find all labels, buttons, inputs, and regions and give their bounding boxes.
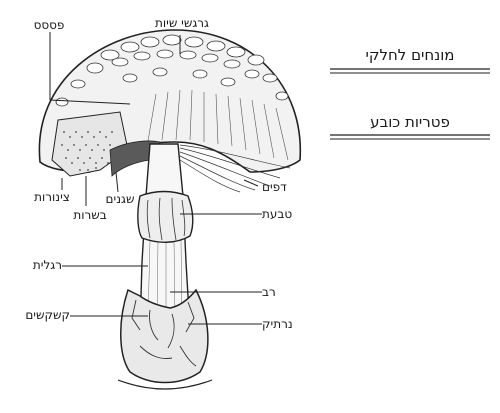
leader-stalk-base (116, 172, 118, 192)
label-tubes: צינורות (22, 190, 82, 204)
label-volva: נרתיק (262, 317, 318, 331)
label-pores: פססס (14, 18, 84, 32)
label-veil-fibres: רב (262, 285, 298, 299)
heading-bottom: פטריות כובע (330, 113, 490, 131)
heading-top: מונחים לחלקי (330, 46, 490, 64)
label-gills: דפים (262, 180, 306, 194)
label-ring: טבעת (262, 207, 312, 221)
label-flesh: בשרות (58, 208, 122, 222)
label-stem: רגלית (4, 258, 62, 272)
label-stalk-base: שגנים (96, 192, 144, 206)
label-scales: גרגשי שיות (138, 16, 226, 30)
label-volva-scales: קשקשים (2, 308, 70, 322)
